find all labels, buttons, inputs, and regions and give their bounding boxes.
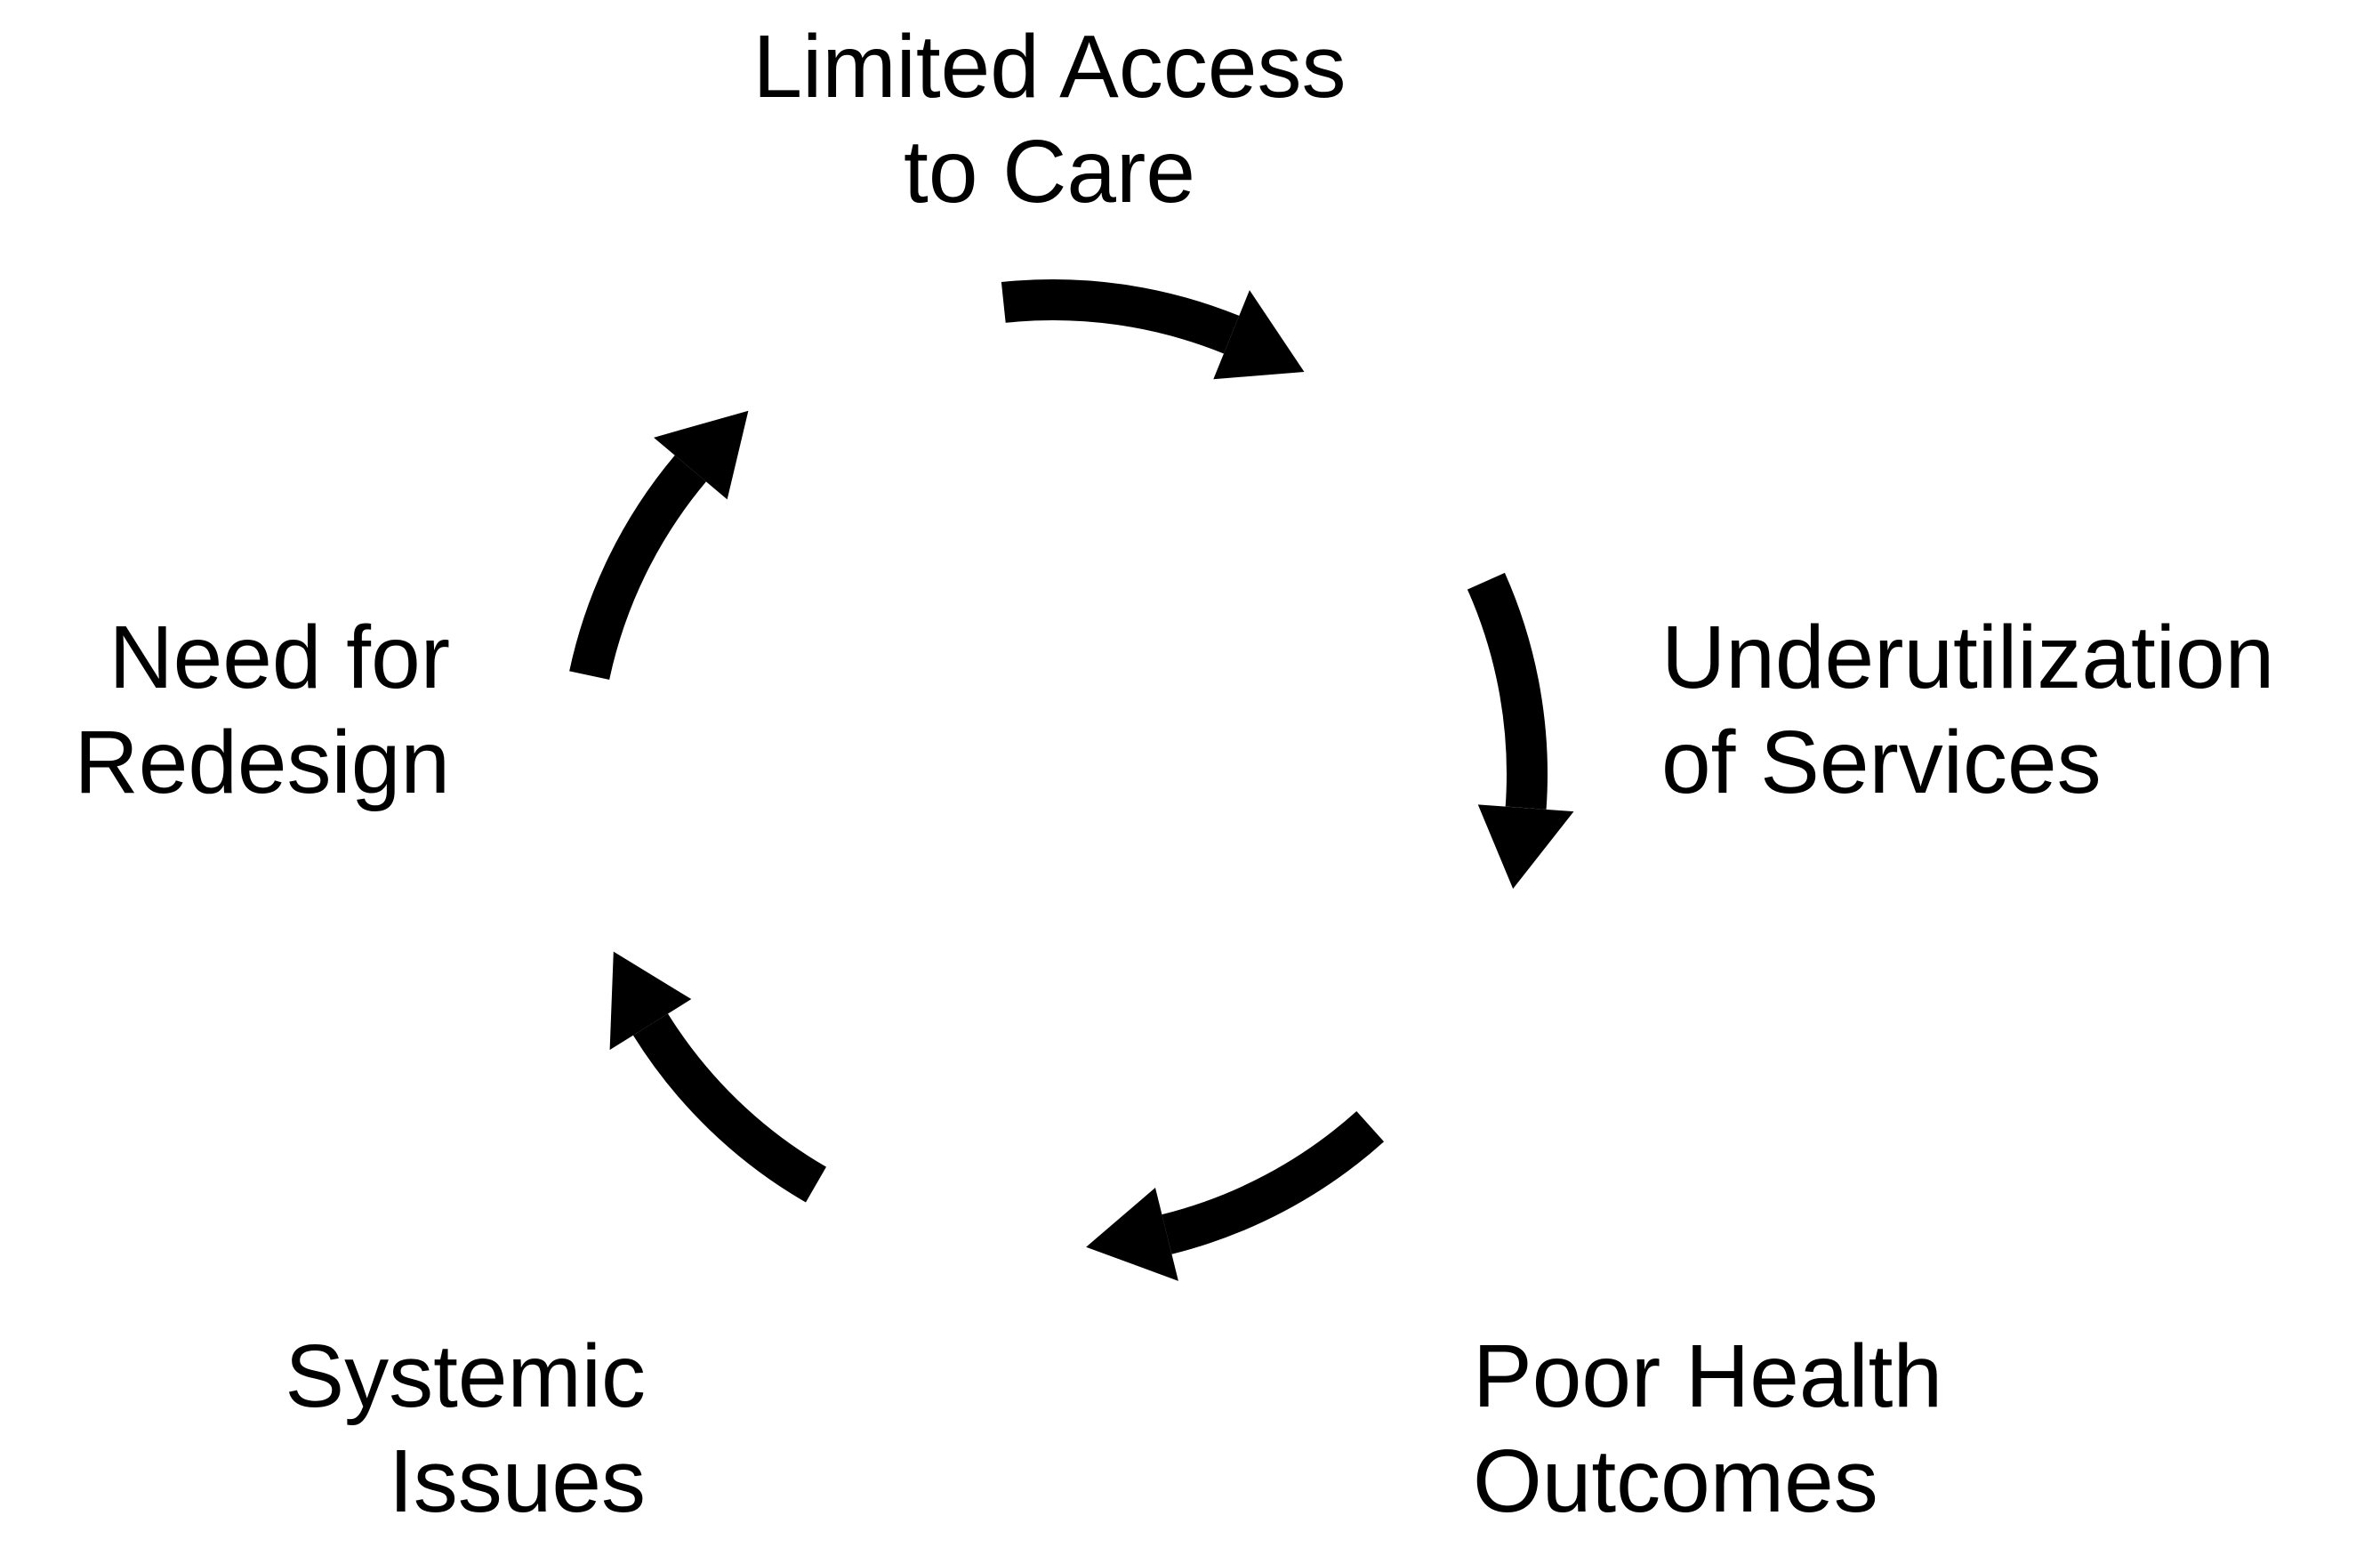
arrowhead	[1086, 1187, 1178, 1281]
arrow-layer	[569, 279, 1574, 1281]
node-label-line: Outcomes	[1473, 1431, 1878, 1531]
node-label-line: to Care	[904, 122, 1195, 222]
node-label-line: Redesign	[74, 713, 450, 812]
arrow-shaft	[632, 1013, 827, 1203]
node-label-line: of Services	[1661, 713, 2102, 812]
node-label-line: Poor Health	[1473, 1326, 1943, 1426]
node-label-line: Need for	[109, 608, 450, 707]
arrow-shaft	[569, 455, 707, 681]
arrow-shaft	[1001, 279, 1240, 354]
cycle-arrow-systemic-issues-to-need-redesign	[609, 951, 827, 1203]
cycle-arrow-underutilization-to-poor-health	[1467, 572, 1574, 889]
node-poor-health: Poor Health Outcomes	[1473, 1324, 1942, 1534]
node-label-line: Underutilization	[1661, 608, 2275, 707]
cycle-arrow-poor-health-to-systemic-issues	[1086, 1110, 1385, 1281]
arrowhead	[654, 410, 749, 500]
cycle-arrow-limited-access-to-underutilization	[1001, 279, 1305, 380]
node-label-line: Issues	[388, 1431, 646, 1531]
arrowhead	[1477, 804, 1574, 889]
arrow-shaft	[1467, 572, 1548, 810]
arrowhead	[1213, 290, 1305, 380]
arrow-shaft	[1162, 1110, 1385, 1254]
node-label-line: Systemic	[285, 1326, 646, 1426]
cycle-arrow-need-redesign-to-limited-access	[569, 410, 749, 681]
node-need-redesign: Need for Redesign	[9, 605, 450, 815]
arrowhead	[609, 951, 692, 1051]
node-limited-access: Limited Access to Care	[605, 14, 1494, 224]
node-label-line: Limited Access	[752, 17, 1347, 117]
node-systemic-issues: Systemic Issues	[189, 1324, 646, 1534]
node-underutilization: Underutilization of Services	[1661, 605, 2274, 815]
